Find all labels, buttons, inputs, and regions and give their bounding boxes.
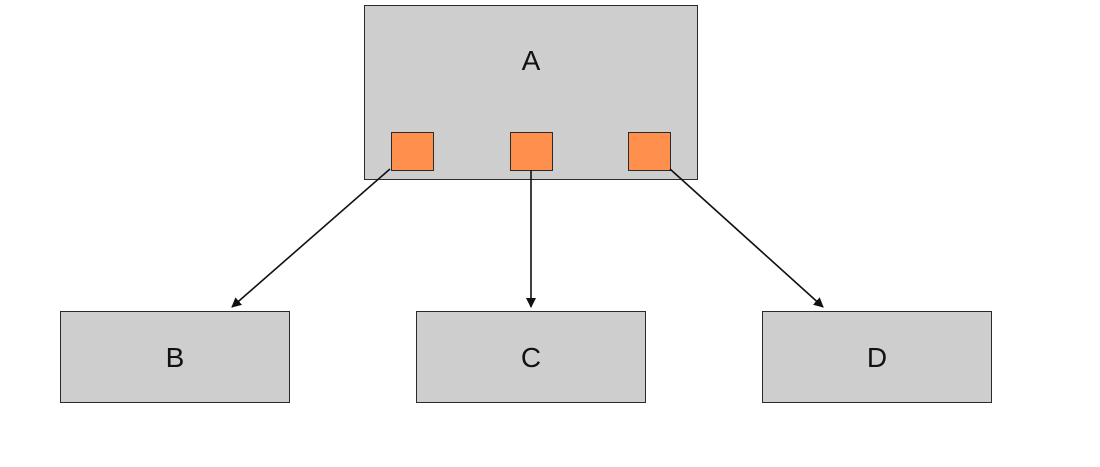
node-b: B <box>60 311 290 403</box>
node-c: C <box>416 311 646 403</box>
node-a: A <box>364 5 698 180</box>
node-d-label: D <box>866 342 888 373</box>
node-c-label: C <box>520 342 542 373</box>
node-a-label: A <box>521 45 541 76</box>
node-b-label: B <box>165 342 185 373</box>
edge-a-to-d <box>669 168 824 308</box>
port-middle <box>510 132 553 171</box>
node-d: D <box>762 311 992 403</box>
edge-a-to-b <box>231 168 391 308</box>
port-left <box>391 132 434 171</box>
port-right <box>628 132 671 171</box>
